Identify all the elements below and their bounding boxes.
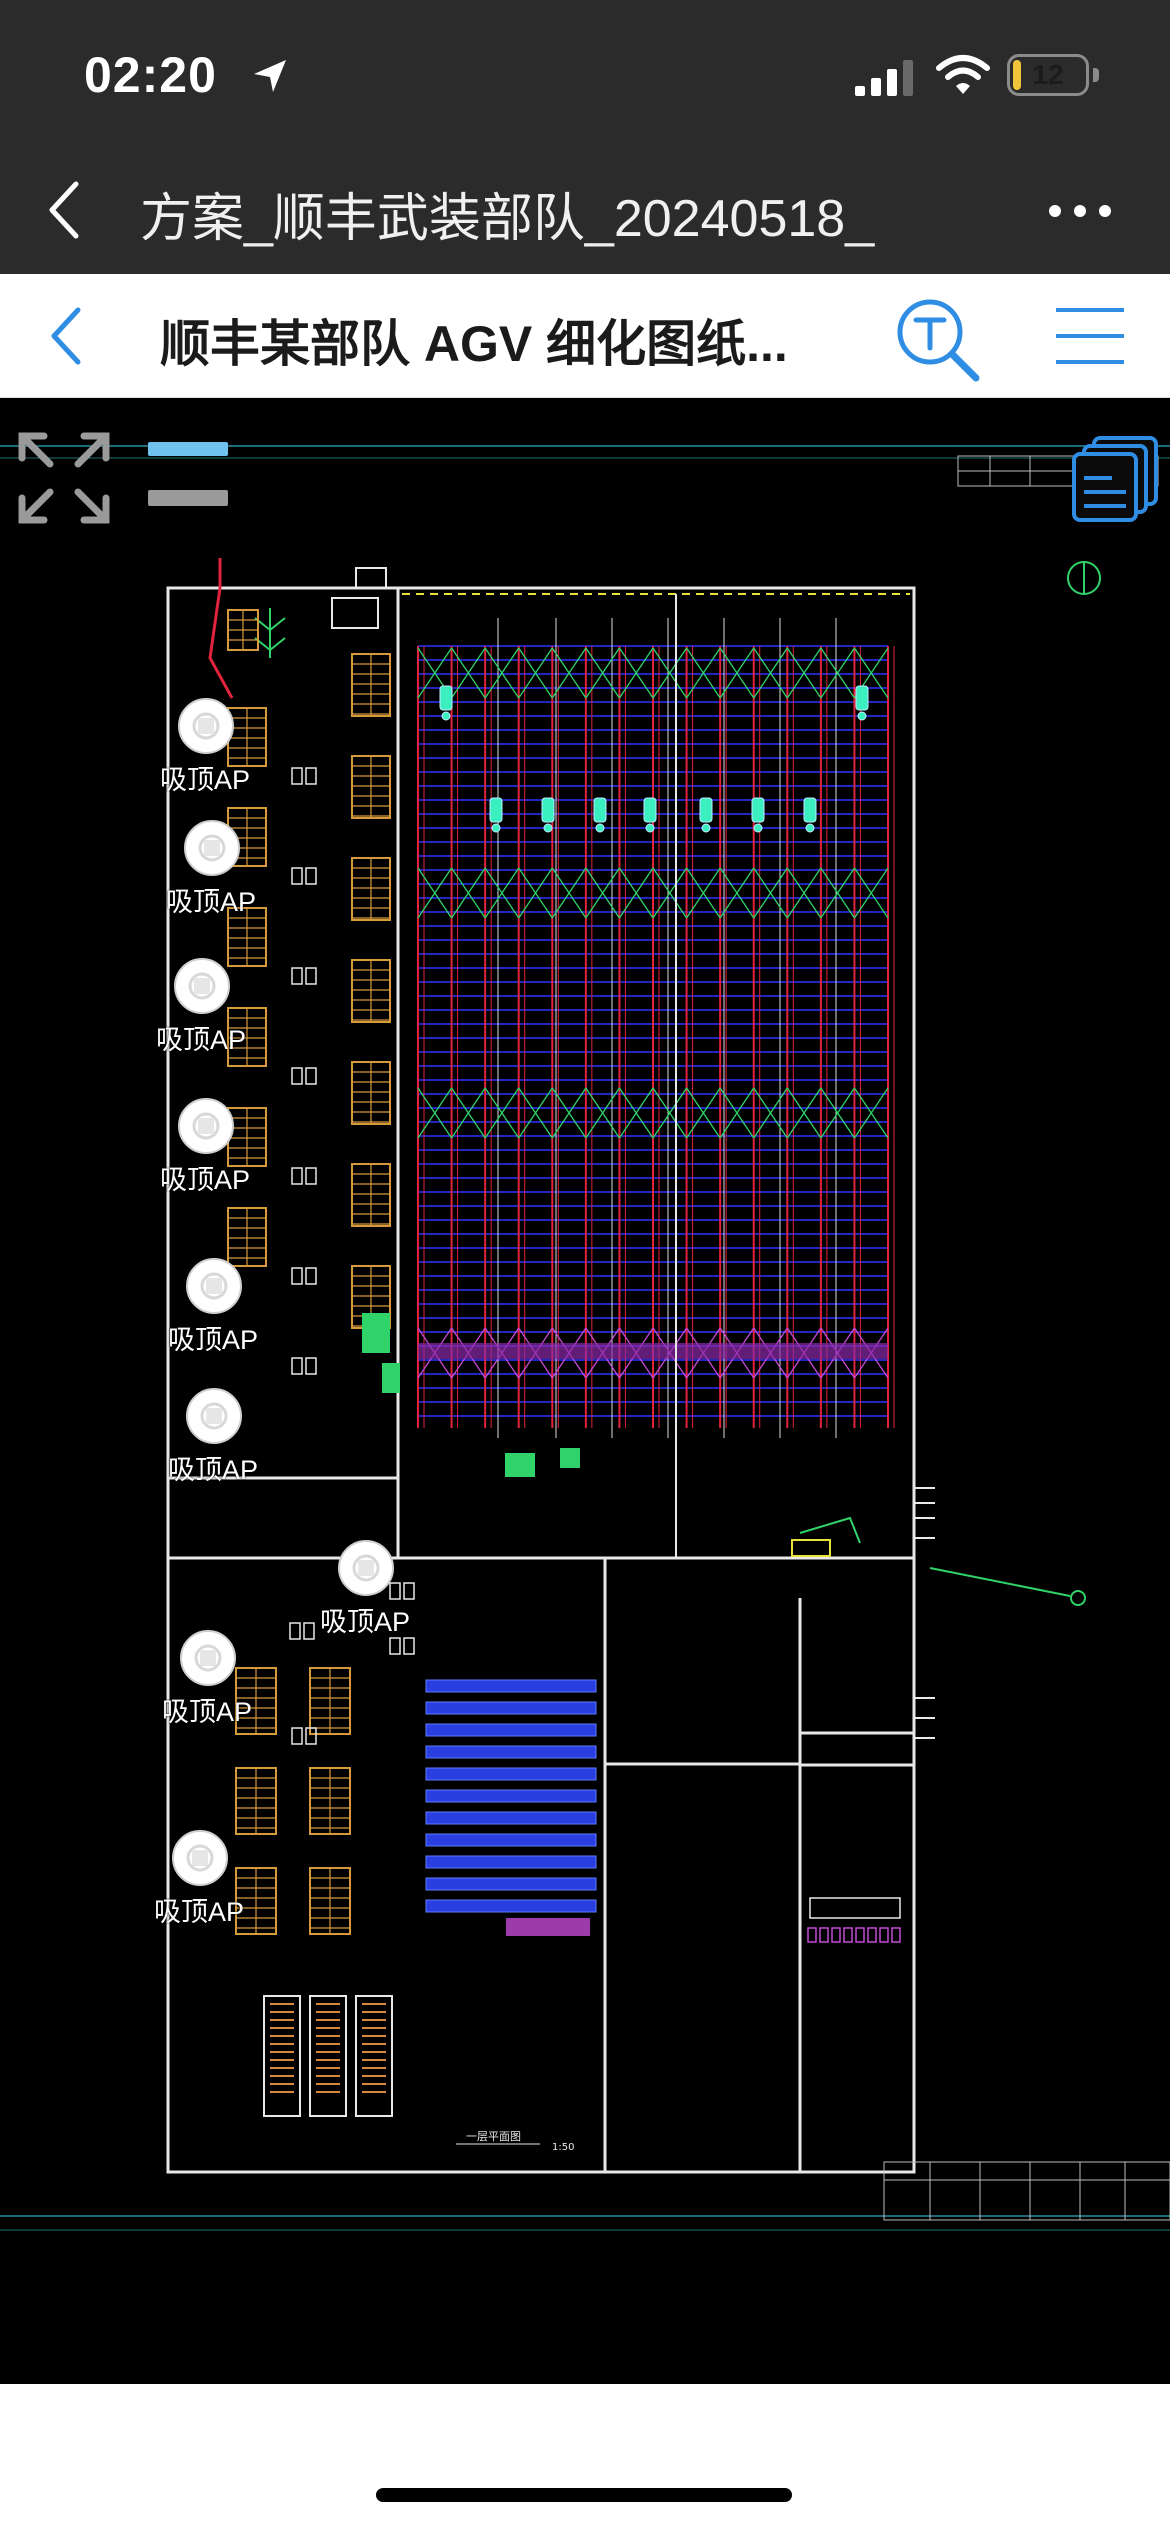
ap-label: 吸顶AP bbox=[166, 887, 257, 917]
blue-shelving-area bbox=[425, 1679, 597, 1936]
document-header: 顺丰某部队 AGV 细化图纸... bbox=[0, 274, 1170, 398]
status-bar: 02:20 12 bbox=[0, 0, 1170, 150]
bottom-safe-area bbox=[0, 2384, 1170, 2532]
battery-cap bbox=[1093, 68, 1099, 82]
ap-label: 吸顶AP bbox=[154, 1897, 245, 1927]
floor-plan-drawing[interactable]: 一层平面图 1:50 bbox=[0, 398, 1170, 2384]
plan-caption: 一层平面图 bbox=[466, 2130, 521, 2143]
ceiling-ap-icon bbox=[186, 1388, 242, 1444]
ap-label: 吸顶AP bbox=[168, 1455, 259, 1485]
ceiling-ap-icon bbox=[184, 820, 240, 876]
battery-fill bbox=[1013, 60, 1021, 90]
loading-docks bbox=[263, 1995, 393, 2117]
ceiling-ap-icon bbox=[178, 1098, 234, 1154]
wifi-icon bbox=[936, 55, 990, 94]
chevron-left-icon[interactable] bbox=[42, 298, 92, 374]
file-name-title: 方案_顺丰武装部队_20240518_ bbox=[140, 190, 875, 248]
battery-indicator: 12 bbox=[1007, 54, 1089, 96]
ap-label: 吸顶AP bbox=[156, 1025, 247, 1055]
ap-label: 吸顶AP bbox=[168, 1325, 259, 1355]
restroom-fixtures bbox=[807, 1897, 901, 1943]
fullscreen-expand-icon[interactable] bbox=[14, 428, 114, 528]
text-search-icon[interactable] bbox=[888, 290, 984, 386]
ap-label: 吸顶AP bbox=[160, 1165, 251, 1195]
cellular-signal-icon bbox=[855, 60, 913, 96]
status-time: 02:20 bbox=[84, 47, 217, 103]
ceiling-ap-icon bbox=[186, 1258, 242, 1314]
chevron-left-icon[interactable] bbox=[40, 170, 90, 250]
home-indicator[interactable] bbox=[376, 2488, 792, 2502]
ap-label: 吸顶AP bbox=[320, 1607, 411, 1637]
layout-toggle-button[interactable] bbox=[148, 442, 228, 456]
app-nav-bar: 方案_顺丰武装部队_20240518_ bbox=[0, 150, 1170, 274]
cad-drawing-viewport[interactable]: 一层平面图 1:50 吸顶AP 吸顶AP 吸顶AP 吸顶AP 吸顶AP 吸顶AP 吸顶AP 吸… bbox=[0, 398, 1170, 2384]
hamburger-menu-icon[interactable] bbox=[1052, 302, 1128, 370]
agv-rack-area bbox=[417, 594, 895, 1558]
battery-level-text: 12 bbox=[1032, 59, 1064, 90]
ap-label: 吸顶AP bbox=[162, 1697, 253, 1727]
ceiling-ap-icon bbox=[180, 1630, 236, 1686]
document-title: 顺丰某部队 AGV 细化图纸... bbox=[160, 316, 788, 372]
pallet-storage-area bbox=[227, 609, 415, 1935]
location-arrow-icon bbox=[254, 60, 286, 92]
ceiling-ap-icon bbox=[174, 958, 230, 1014]
ap-label: 吸顶AP bbox=[160, 765, 251, 795]
ceiling-ap-icon bbox=[178, 698, 234, 754]
ceiling-ap-icon bbox=[172, 1830, 228, 1886]
layers-icon[interactable] bbox=[1072, 434, 1162, 524]
model-toggle-button[interactable] bbox=[148, 490, 228, 506]
agv-markers bbox=[439, 685, 869, 833]
more-horizontal-icon[interactable] bbox=[1045, 186, 1115, 236]
plan-scale: 1:50 bbox=[552, 2142, 574, 2153]
ceiling-ap-icon bbox=[338, 1540, 394, 1596]
